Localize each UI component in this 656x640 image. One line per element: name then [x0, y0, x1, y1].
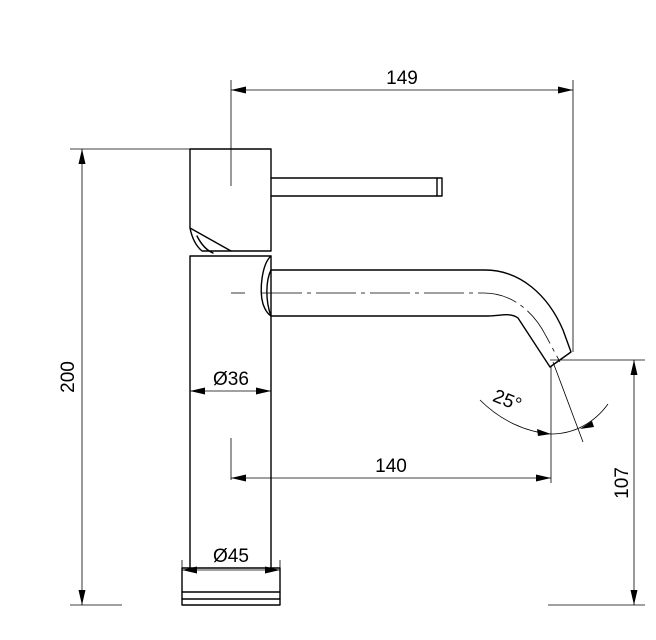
- arrow-icon: [231, 86, 246, 94]
- label-overall-reach: 149: [386, 68, 418, 89]
- arrow-icon: [78, 149, 86, 164]
- spout-center-line: [262, 292, 561, 363]
- faucet-outline: [181, 148, 572, 606]
- faucet-head: [189, 148, 272, 252]
- dimension-lines: [78, 86, 638, 605]
- dimension-labels: 149 200 Ø36 Ø45 140 107 25°: [58, 68, 633, 567]
- label-spout-reach: 140: [375, 456, 407, 477]
- center-lines: [230, 149, 561, 480]
- arrow-icon: [78, 590, 86, 605]
- arrow-icon: [630, 360, 638, 375]
- arrow-icon: [256, 387, 271, 395]
- arrow-icon: [537, 429, 551, 436]
- label-spout-height: 107: [612, 467, 633, 499]
- faucet-lever: [270, 177, 443, 197]
- label-overall-height: 200: [58, 361, 79, 393]
- arrow-icon: [536, 474, 551, 482]
- head-wedge-lower: [196, 235, 214, 254]
- label-base-diameter: Ø45: [213, 546, 249, 567]
- extension-lines: [70, 80, 645, 606]
- arrow-icon: [182, 566, 197, 574]
- head-wedge: [189, 227, 232, 252]
- faucet-spout: [270, 269, 572, 368]
- arrow-icon: [265, 566, 280, 574]
- arrow-icon: [630, 590, 638, 605]
- arrow-icon: [190, 387, 205, 395]
- spout-joint: [260, 255, 272, 317]
- arrow-icon: [558, 86, 573, 94]
- spout-joint-inner: [266, 269, 272, 317]
- arrow-icon: [580, 421, 594, 429]
- ext-angle-ray: [552, 361, 584, 443]
- label-body-diameter: Ø36: [213, 369, 249, 390]
- arrow-icon: [231, 474, 246, 482]
- label-spout-angle: 25°: [490, 386, 525, 416]
- faucet-body: [189, 255, 272, 569]
